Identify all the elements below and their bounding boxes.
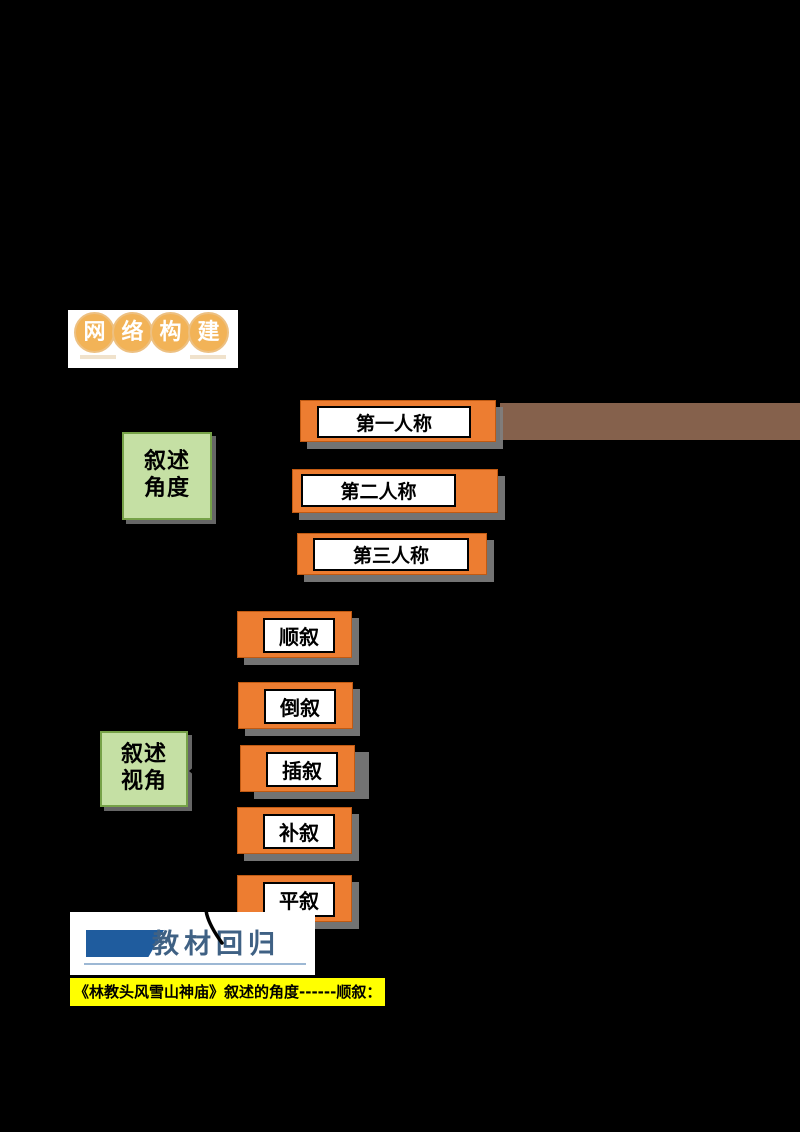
chip-supplementary[interactable]: 补叙 bbox=[237, 807, 352, 854]
badge-circle-2: 络 bbox=[112, 312, 153, 353]
badge-rule-right bbox=[190, 355, 226, 359]
chip-interpolation-label: 插叙 bbox=[266, 752, 338, 787]
chip-third-person[interactable]: 第三人称 bbox=[297, 533, 487, 575]
group-label2-line-2: 视角 bbox=[120, 769, 167, 794]
chip-third-person-label: 第三人称 bbox=[313, 538, 469, 571]
textbook-review-banner: 教材回归 bbox=[70, 912, 315, 975]
badge-circle-1: 网 bbox=[74, 312, 115, 353]
banner-underline bbox=[84, 963, 306, 965]
chip-chronological-label: 顺叙 bbox=[263, 618, 335, 653]
brown-overlay-bar bbox=[500, 403, 800, 440]
group-label-narrative-perspective: 叙述 视角 bbox=[100, 731, 188, 807]
group-label-line-1: 叙述 bbox=[143, 449, 190, 475]
perspective-connector-arrow-icon bbox=[189, 760, 202, 782]
network-construction-badge: 网 络 构 建 bbox=[68, 310, 238, 368]
chip-supplementary-label: 补叙 bbox=[263, 814, 335, 849]
group-label2-line-1: 叙述 bbox=[120, 742, 167, 768]
chip-interpolation[interactable]: 插叙 bbox=[240, 745, 355, 792]
badge-circle-3: 构 bbox=[150, 312, 191, 353]
group-label-narrative-angle: 叙述 角度 bbox=[122, 432, 212, 520]
chip-parallel-label: 平叙 bbox=[263, 882, 335, 917]
chip-flashback[interactable]: 倒叙 bbox=[238, 682, 353, 729]
banner-title: 教材回归 bbox=[152, 929, 280, 960]
badge-circle-4: 建 bbox=[188, 312, 229, 353]
chip-first-person[interactable]: 第一人称 bbox=[300, 400, 496, 442]
chip-first-person-label: 第一人称 bbox=[317, 406, 471, 438]
chip-second-person-label: 第二人称 bbox=[301, 474, 456, 507]
chip-second-person[interactable]: 第二人称 bbox=[292, 469, 498, 513]
chip-flashback-label: 倒叙 bbox=[264, 689, 336, 724]
group-label-line-2: 角度 bbox=[143, 476, 190, 501]
chip-chronological[interactable]: 顺叙 bbox=[237, 611, 352, 658]
lesson-caption: 《林教头风雪山神庙》叙述的角度------顺叙： bbox=[70, 978, 386, 1006]
badge-rule-left bbox=[80, 355, 116, 359]
badge-circle-group: 网 络 构 建 bbox=[74, 312, 229, 353]
banner-parallelogram-icon bbox=[86, 930, 164, 957]
